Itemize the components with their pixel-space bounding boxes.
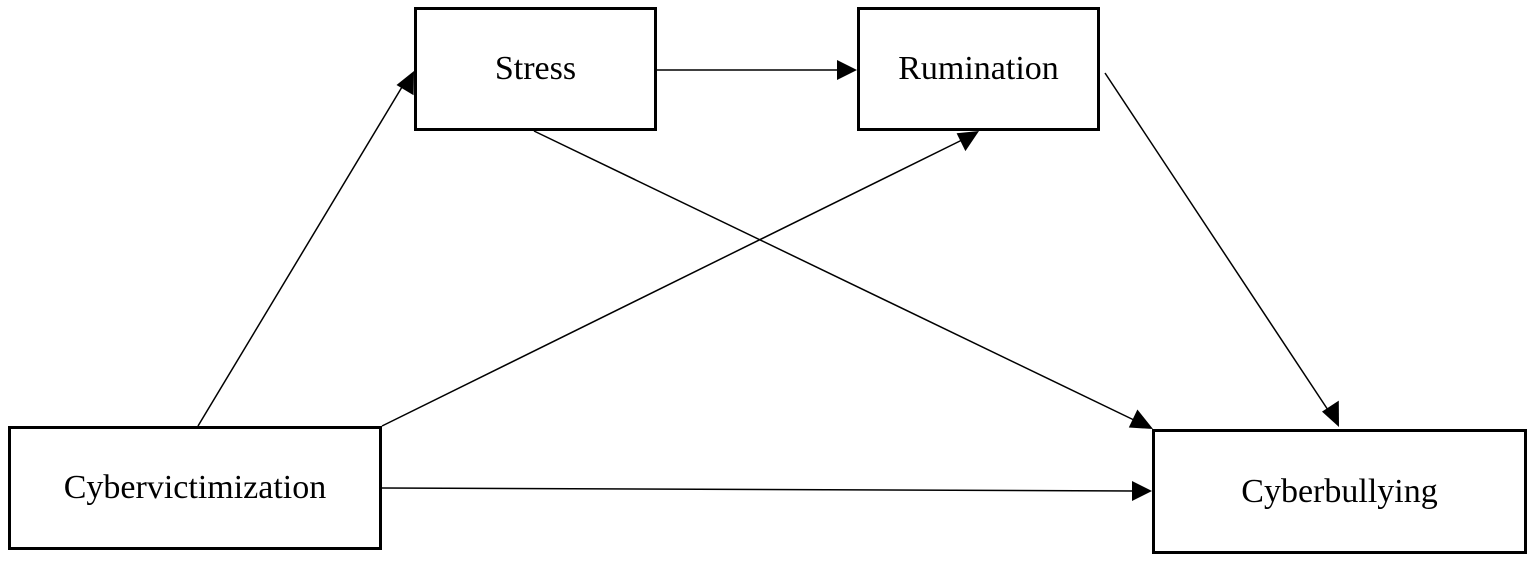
stress-node: Stress (414, 7, 657, 131)
rumination-label: Rumination (898, 50, 1059, 87)
arrowhead-stress (396, 71, 414, 96)
arrowhead-cyberbullying-from-stress (1128, 409, 1153, 429)
arrowhead-rumination-from-cybervictimization (956, 131, 979, 152)
rumination-node: Rumination (857, 7, 1100, 131)
edge-stress-to-cyberbullying (533, 130, 1137, 422)
edge-cybervictimization-to-cyberbullying (381, 487, 1135, 492)
arrowhead-cyberbullying-from-cybervictimization (1132, 481, 1152, 501)
arrowhead-rumination-from-stress (837, 60, 857, 80)
stress-label: Stress (494, 50, 577, 87)
arrowhead-cyberbullying-from-rumination (1322, 400, 1339, 427)
cyberbullying-node: Cyberbullying (1152, 429, 1527, 554)
edge-cybervictimization-to-rumination (381, 139, 963, 427)
cyberbullying-label: Cyberbullying (1241, 472, 1438, 510)
edge-rumination-to-cyberbullying (1104, 72, 1329, 411)
cybervictimization-node: Cybervictimization (8, 426, 382, 550)
cybervictimization-label: Cybervictimization (63, 469, 327, 506)
edge-cybervictimization-to-stress (197, 86, 403, 427)
